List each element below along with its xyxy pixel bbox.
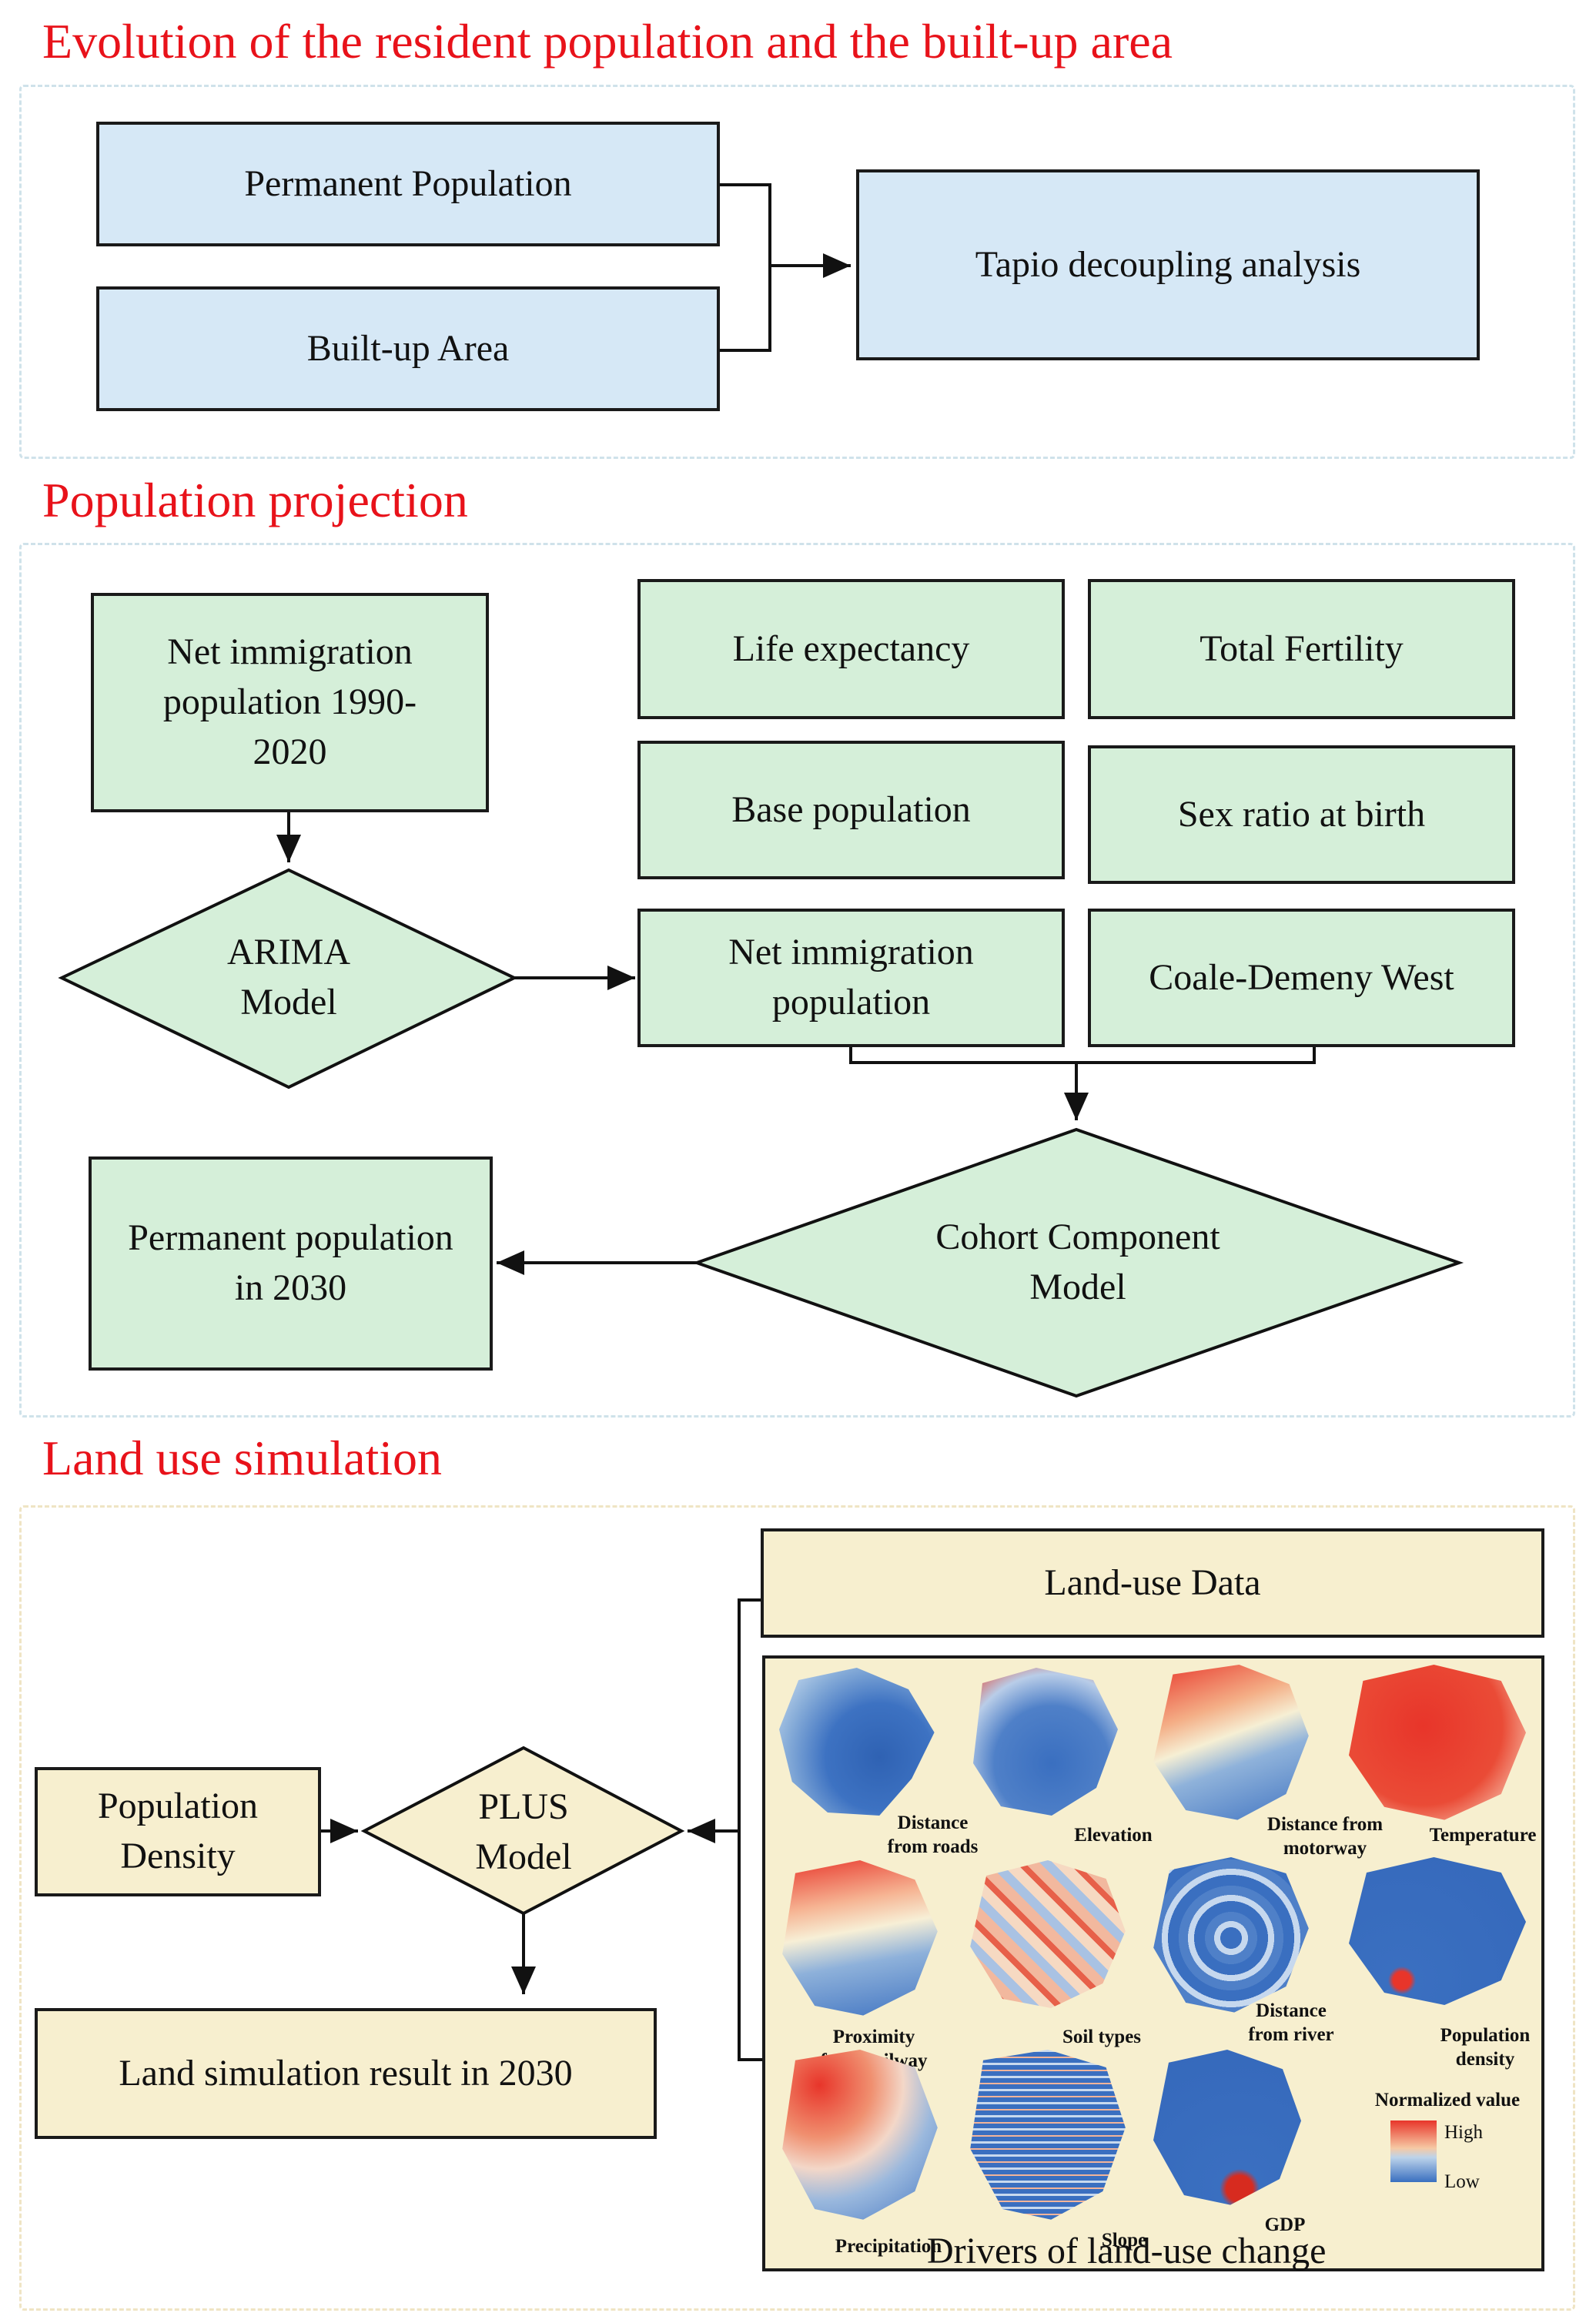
built-up-area-box: Built-up Area xyxy=(96,286,720,411)
distance-from-river-map xyxy=(1153,1857,1309,2013)
distance-from-motorway-map xyxy=(1153,1665,1309,1820)
section-title-land-use-simulation: Land use simulation xyxy=(42,1431,443,1485)
net-immigration-1990-box: Net immigration population 1990-2020 xyxy=(91,593,489,812)
section-frame-evolution xyxy=(19,85,1575,459)
distance-from-roads-map xyxy=(779,1668,935,1816)
population-density-box: Population Density xyxy=(35,1767,321,1896)
precipitation-map xyxy=(782,2050,938,2220)
temperature-map xyxy=(1349,1665,1526,1820)
legend-color-bar xyxy=(1390,2120,1437,2182)
legend-title: Normalized value xyxy=(1374,2090,1521,2110)
map-label: Precipitation xyxy=(835,2236,942,2257)
map-label: Soil types xyxy=(1062,2027,1142,2047)
arima-model-label: ARIMA Model xyxy=(226,932,350,1023)
base-population-box: Base population xyxy=(637,741,1065,879)
section-title-evolution: Evolution of the resident population and… xyxy=(42,14,1173,69)
section-frame-land-use-simulation xyxy=(19,1505,1575,2311)
map-label: Distance from motorway xyxy=(1266,1814,1384,1859)
proximity-from-railway-map xyxy=(782,1860,938,2016)
sex-ratio-box: Sex ratio at birth xyxy=(1088,745,1515,884)
section-frame-population-projection xyxy=(19,543,1575,1418)
plus-model-label: PLUS Model xyxy=(475,1786,572,1877)
map-label: Distance from roads xyxy=(887,1813,979,1858)
plus-diamond xyxy=(360,1746,685,1916)
slope-map xyxy=(970,2050,1126,2220)
map-label: GDP xyxy=(1264,2214,1306,2235)
coale-demeny-box: Coale-Demeny West xyxy=(1088,909,1515,1047)
map-label: Population density xyxy=(1440,2025,1531,2070)
gdp-map xyxy=(1153,2050,1301,2205)
drivers-caption: Drivers of land-use change xyxy=(927,2231,1327,2271)
population-density-map xyxy=(1349,1857,1526,2005)
map-label: Distance from river xyxy=(1248,2000,1334,2046)
net-immigration-box: Net immigration population xyxy=(637,909,1065,1047)
land-use-data-box: Land-use Data xyxy=(761,1528,1544,1638)
drivers-panel: Distance from roads Elevation Distance f… xyxy=(762,1655,1544,2271)
map-label: Slope xyxy=(1101,2230,1147,2251)
soil-types-map xyxy=(970,1860,1126,2008)
tapio-decoupling-box: Tapio decoupling analysis xyxy=(856,169,1480,360)
arima-diamond xyxy=(58,868,518,1090)
total-fertility-box: Total Fertility xyxy=(1088,579,1515,719)
life-expectancy-box: Life expectancy xyxy=(637,579,1065,719)
elevation-map xyxy=(973,1668,1118,1816)
legend-low-label: Low xyxy=(1444,2171,1480,2192)
cohort-diamond xyxy=(691,1127,1464,1398)
permanent-2030-box: Permanent population in 2030 xyxy=(89,1156,493,1371)
land-simulation-result-box: Land simulation result in 2030 xyxy=(35,2008,657,2139)
map-label: Temperature xyxy=(1429,1825,1537,1846)
legend-high-label: High xyxy=(1444,2122,1483,2143)
cohort-model-label: Cohort Component Model xyxy=(935,1217,1220,1307)
section-title-population-projection: Population projection xyxy=(42,473,468,527)
map-label: Elevation xyxy=(1074,1825,1153,1846)
permanent-population-box: Permanent Population xyxy=(96,122,720,246)
